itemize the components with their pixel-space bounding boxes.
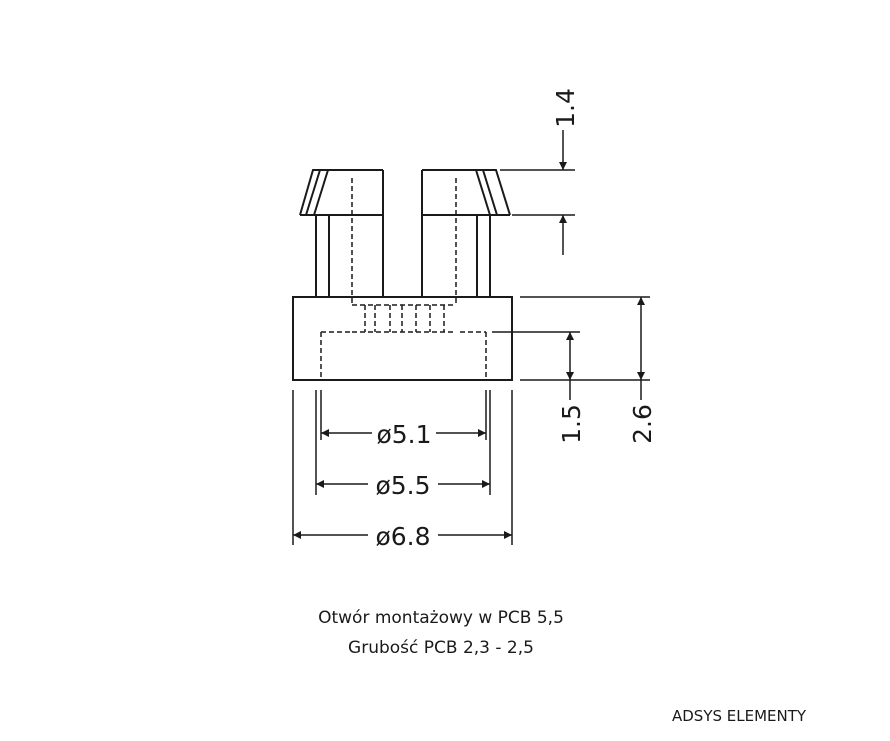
base-block [292, 296, 513, 381]
label-total-height: 2.6 [628, 404, 657, 444]
left-prong [299, 169, 384, 297]
label-top-gap: 1.4 [551, 88, 580, 128]
brand-label: ADSYS ELEMENTY [672, 707, 807, 725]
label-pcb-depth: 1.5 [557, 404, 586, 444]
dimension-lines [293, 130, 645, 539]
hidden-lines [320, 178, 487, 380]
label-hole-diameter: ø5.5 [375, 471, 430, 500]
right-prong [421, 169, 511, 297]
label-inner-diameter: ø5.1 [376, 420, 431, 449]
caption-pcb-thickness: Grubość PCB 2,3 - 2,5 [348, 638, 534, 658]
caption-mounting-hole: Otwór montażowy w PCB 5,5 [318, 608, 564, 628]
extension-lines [292, 169, 650, 545]
part-outline [292, 169, 513, 381]
label-outer-diameter: ø6.8 [375, 522, 430, 551]
dimension-labels: 1.4 1.5 2.6 ø5.1 ø5.5 ø6.8 [375, 88, 657, 551]
